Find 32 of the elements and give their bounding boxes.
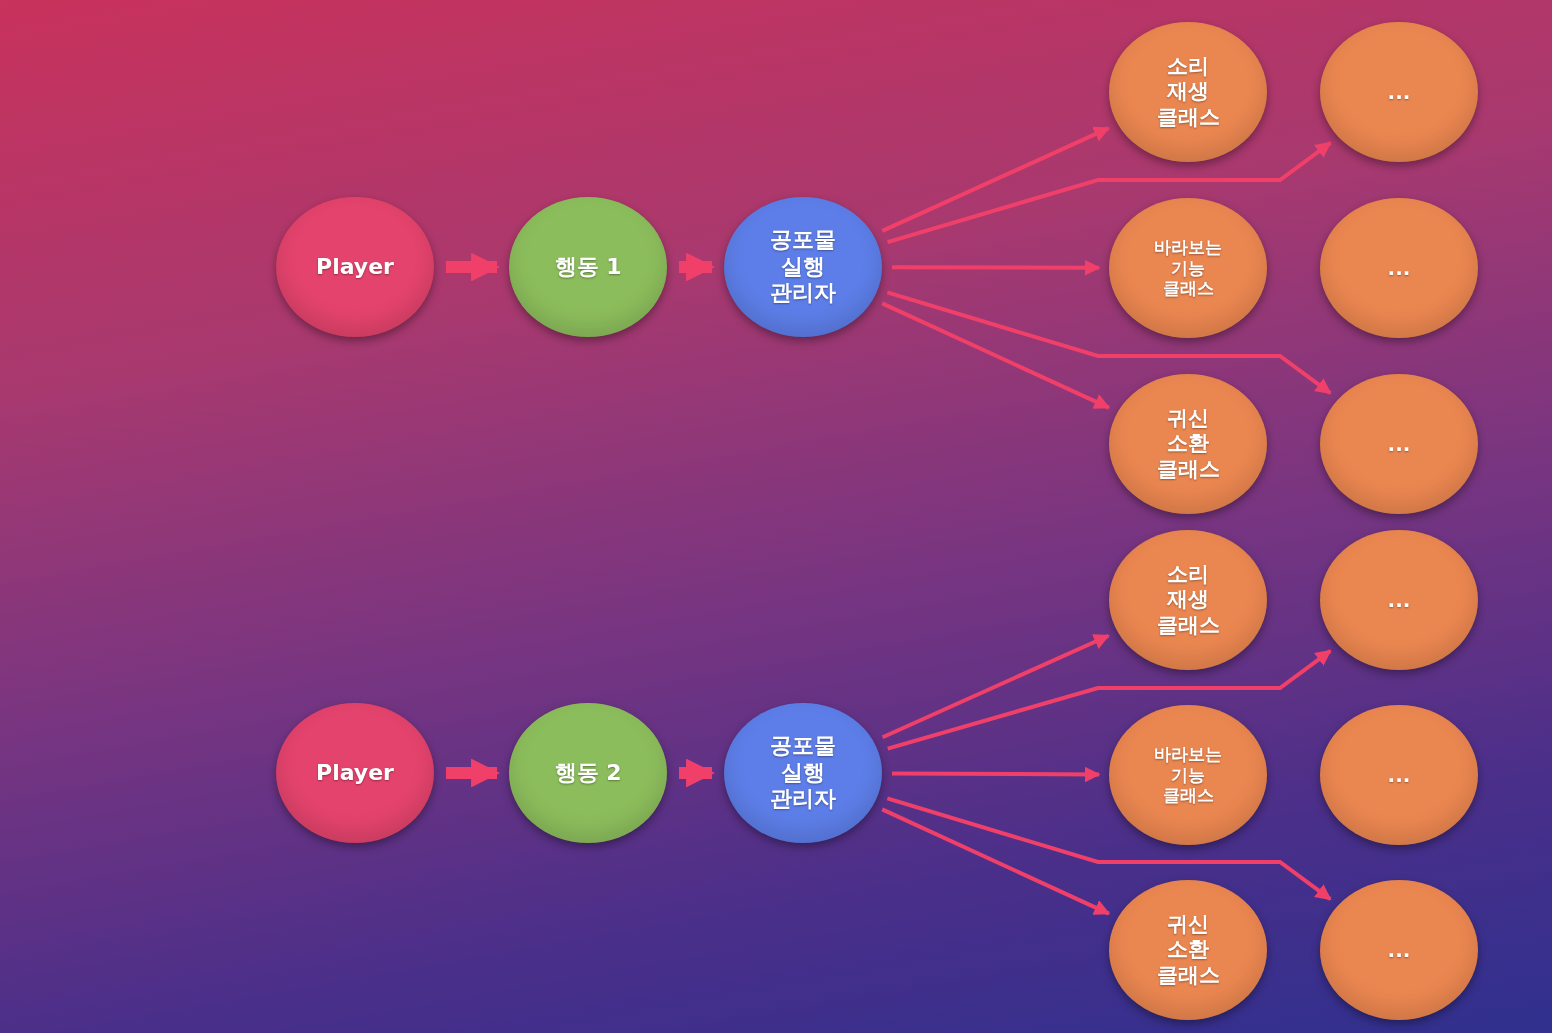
node-label: ... [1386, 588, 1412, 612]
arrow [886, 290, 1332, 395]
node-label: 귀신 소환 클래스 [1155, 912, 1221, 988]
node-label: 소리 재생 클래스 [1155, 54, 1221, 130]
node-label: ... [1386, 80, 1412, 104]
arrow [887, 141, 1332, 244]
arrow [887, 649, 1332, 751]
node-label: 바라보는 기능 클래스 [1153, 237, 1223, 299]
arrow [881, 807, 1111, 916]
arrow [679, 758, 715, 788]
node-label: Player [315, 759, 395, 787]
arrow [881, 301, 1111, 410]
arrow [881, 633, 1110, 740]
node-label: Player [315, 253, 395, 281]
arrow [892, 766, 1101, 783]
arrow [892, 259, 1101, 276]
node-label: 바라보는 기능 클래스 [1153, 744, 1223, 806]
arrow [679, 252, 715, 282]
arrow [886, 796, 1332, 901]
node-label: ... [1386, 432, 1412, 456]
node-label: 공포물 실행 관리자 [769, 227, 837, 307]
arrow [881, 126, 1111, 233]
node-label: 행동 2 [553, 759, 623, 787]
arrow [446, 758, 500, 788]
node-label: 행동 1 [553, 253, 623, 281]
arrow [446, 252, 500, 282]
node-label: ... [1386, 938, 1412, 962]
node-label: ... [1386, 256, 1412, 280]
node-label: 공포물 실행 관리자 [769, 733, 837, 813]
node-label: ... [1386, 763, 1412, 787]
node-label: 소리 재생 클래스 [1155, 562, 1221, 638]
node-label: 귀신 소환 클래스 [1155, 406, 1221, 482]
